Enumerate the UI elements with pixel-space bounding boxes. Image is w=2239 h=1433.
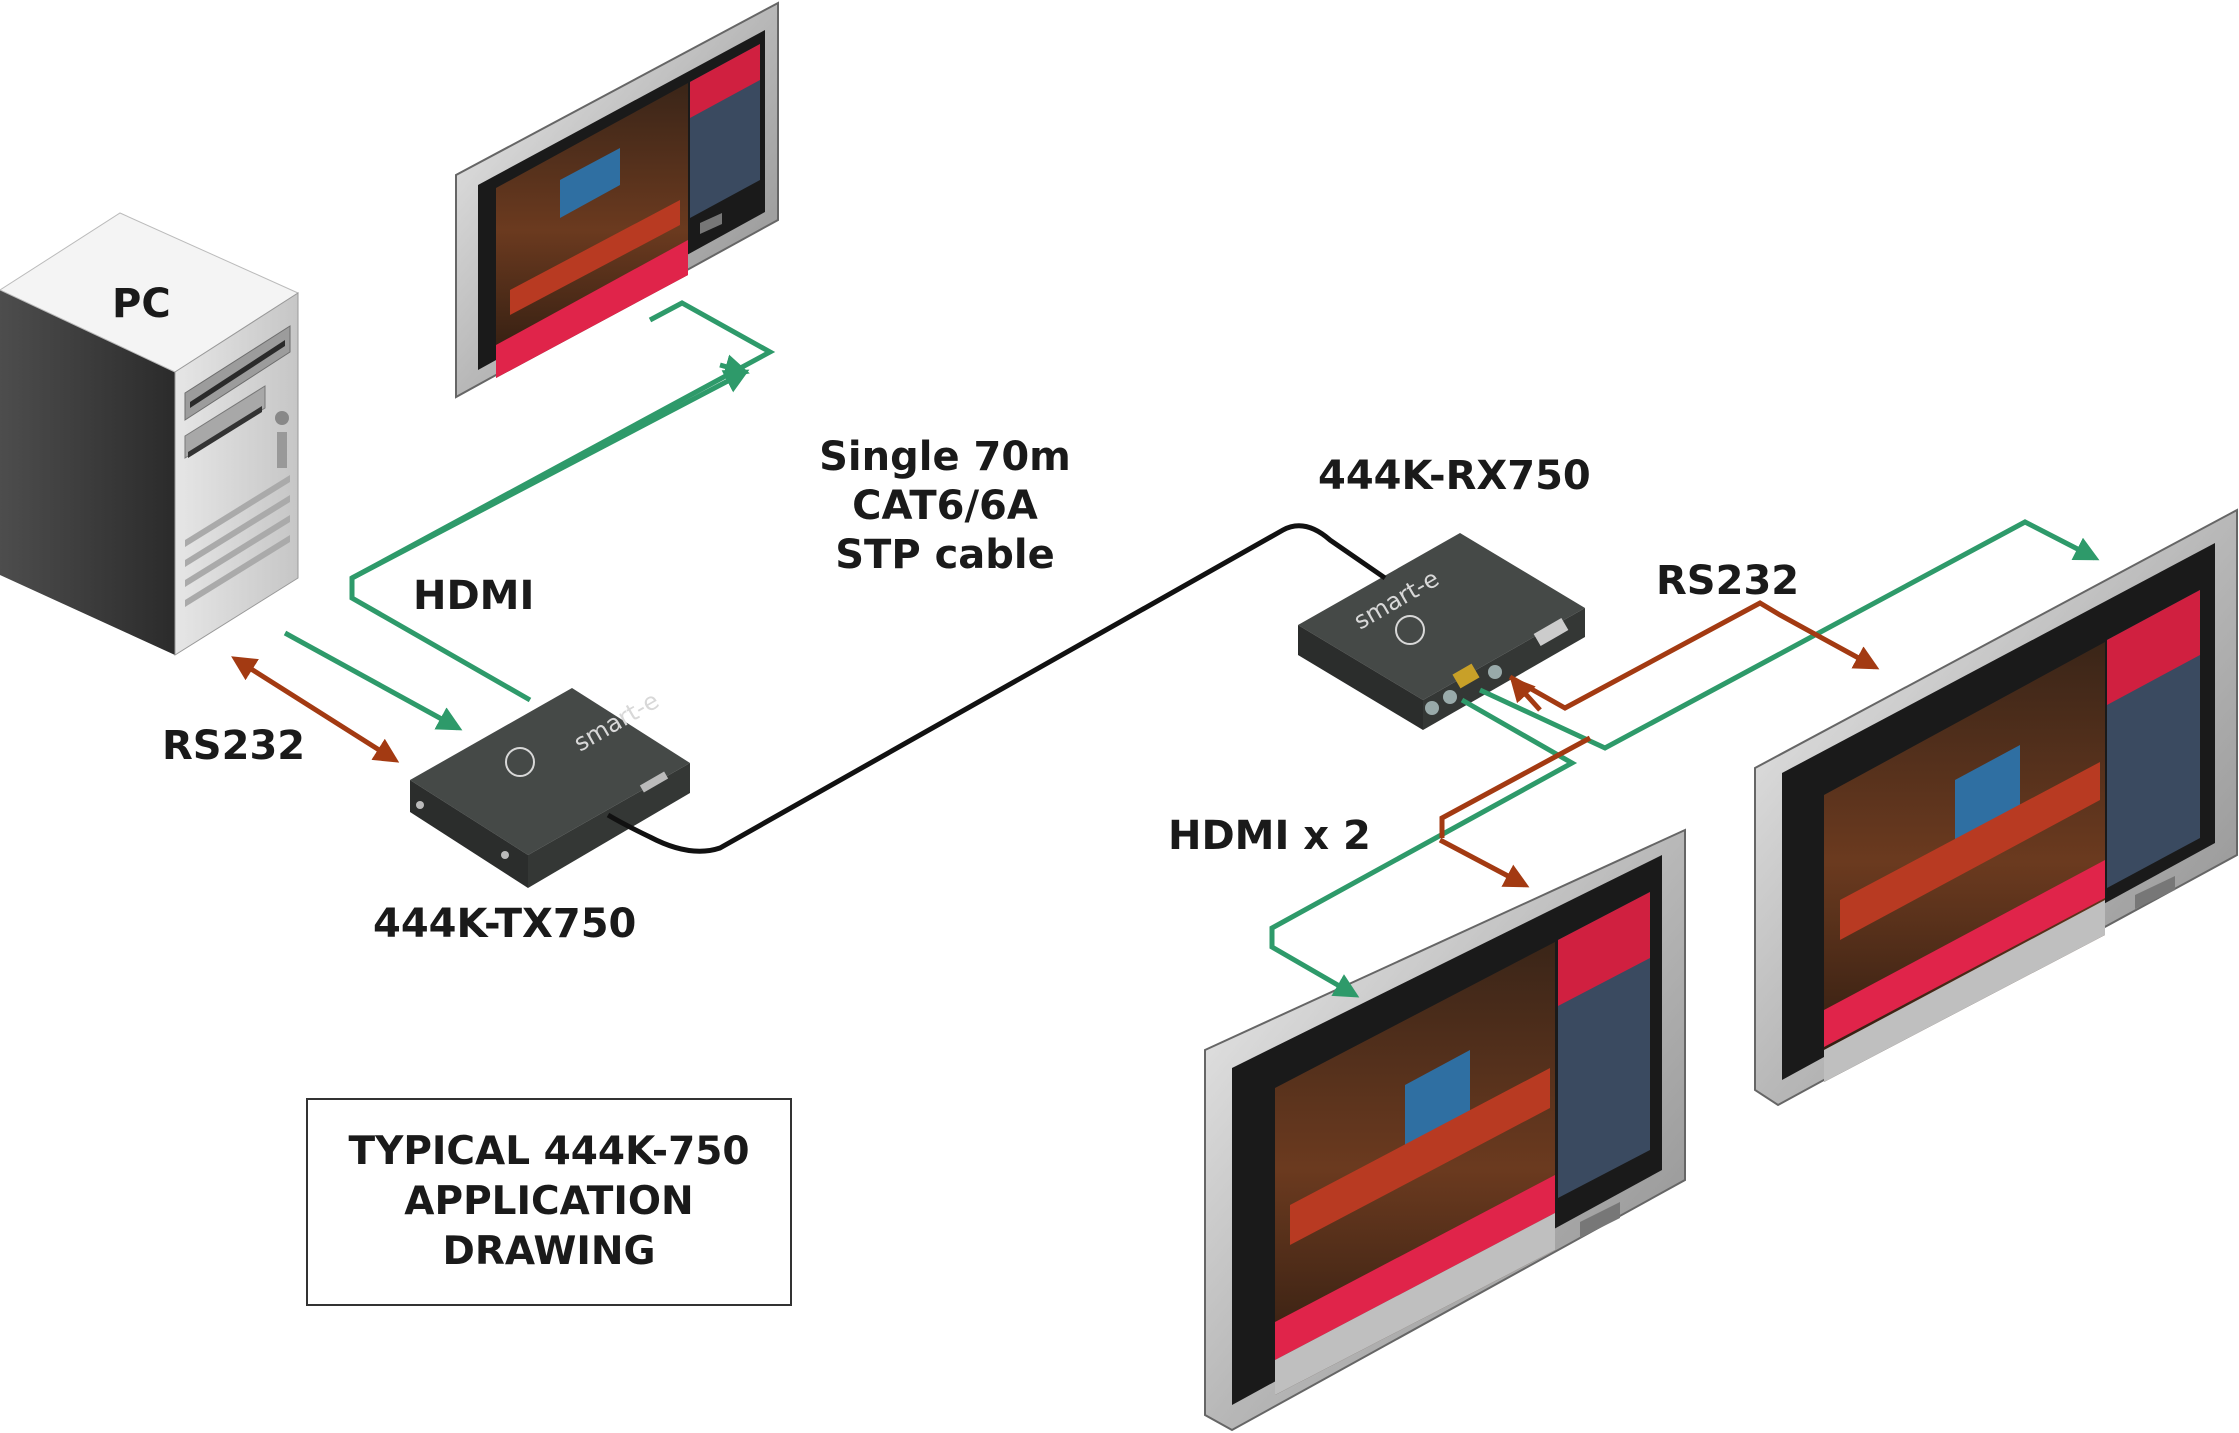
rx-model-label: 444K-RX750	[1318, 453, 1591, 499]
hdmi-rx-to-bottom-display-arrow	[1269, 697, 1578, 998]
pc-tower	[0, 212, 300, 656]
pc-label: PC	[112, 281, 171, 327]
hdmi-label: HDMI	[413, 573, 535, 619]
title-line1: TYPICAL 444K-750	[348, 1129, 750, 1175]
rs232-left-label: RS232	[162, 723, 306, 769]
cable-line2: CAT6/6A	[852, 482, 1038, 529]
display-right	[1754, 508, 2238, 1107]
hdmi-pc-to-tx-arrow	[283, 630, 463, 731]
cable-line3: STP cable	[835, 531, 1055, 578]
hdmi-x2-label: HDMI x 2	[1168, 813, 1371, 859]
display-bottom	[1204, 828, 1686, 1432]
cable-spec-label: Single 70m CAT6/6A STP cable	[800, 433, 1090, 579]
rs232-feedback-arrow	[1509, 676, 1542, 712]
drawing-title-box: TYPICAL 444K-750 APPLICATION DRAWING	[306, 1098, 792, 1306]
title-line2: APPLICATION	[404, 1179, 694, 1225]
title-line3: DRAWING	[442, 1228, 656, 1274]
cat6-cable	[606, 523, 1387, 854]
cable-line1: Single 70m	[819, 434, 1071, 480]
tx-device: smart-e	[410, 686, 690, 888]
rs232-pc-tx-arrow	[231, 656, 400, 763]
rs232-right-label: RS232	[1656, 558, 1800, 604]
display-top	[455, 1, 779, 399]
rx-device: smart-e	[1298, 533, 1585, 730]
hdmi-local-out-arrow	[349, 300, 776, 703]
rs232-rx-to-bottom-display-arrow	[1438, 837, 1530, 888]
rs232-rx-to-right-display-arrow	[1508, 600, 1880, 711]
tx-model-label: 444K-TX750	[373, 901, 637, 947]
